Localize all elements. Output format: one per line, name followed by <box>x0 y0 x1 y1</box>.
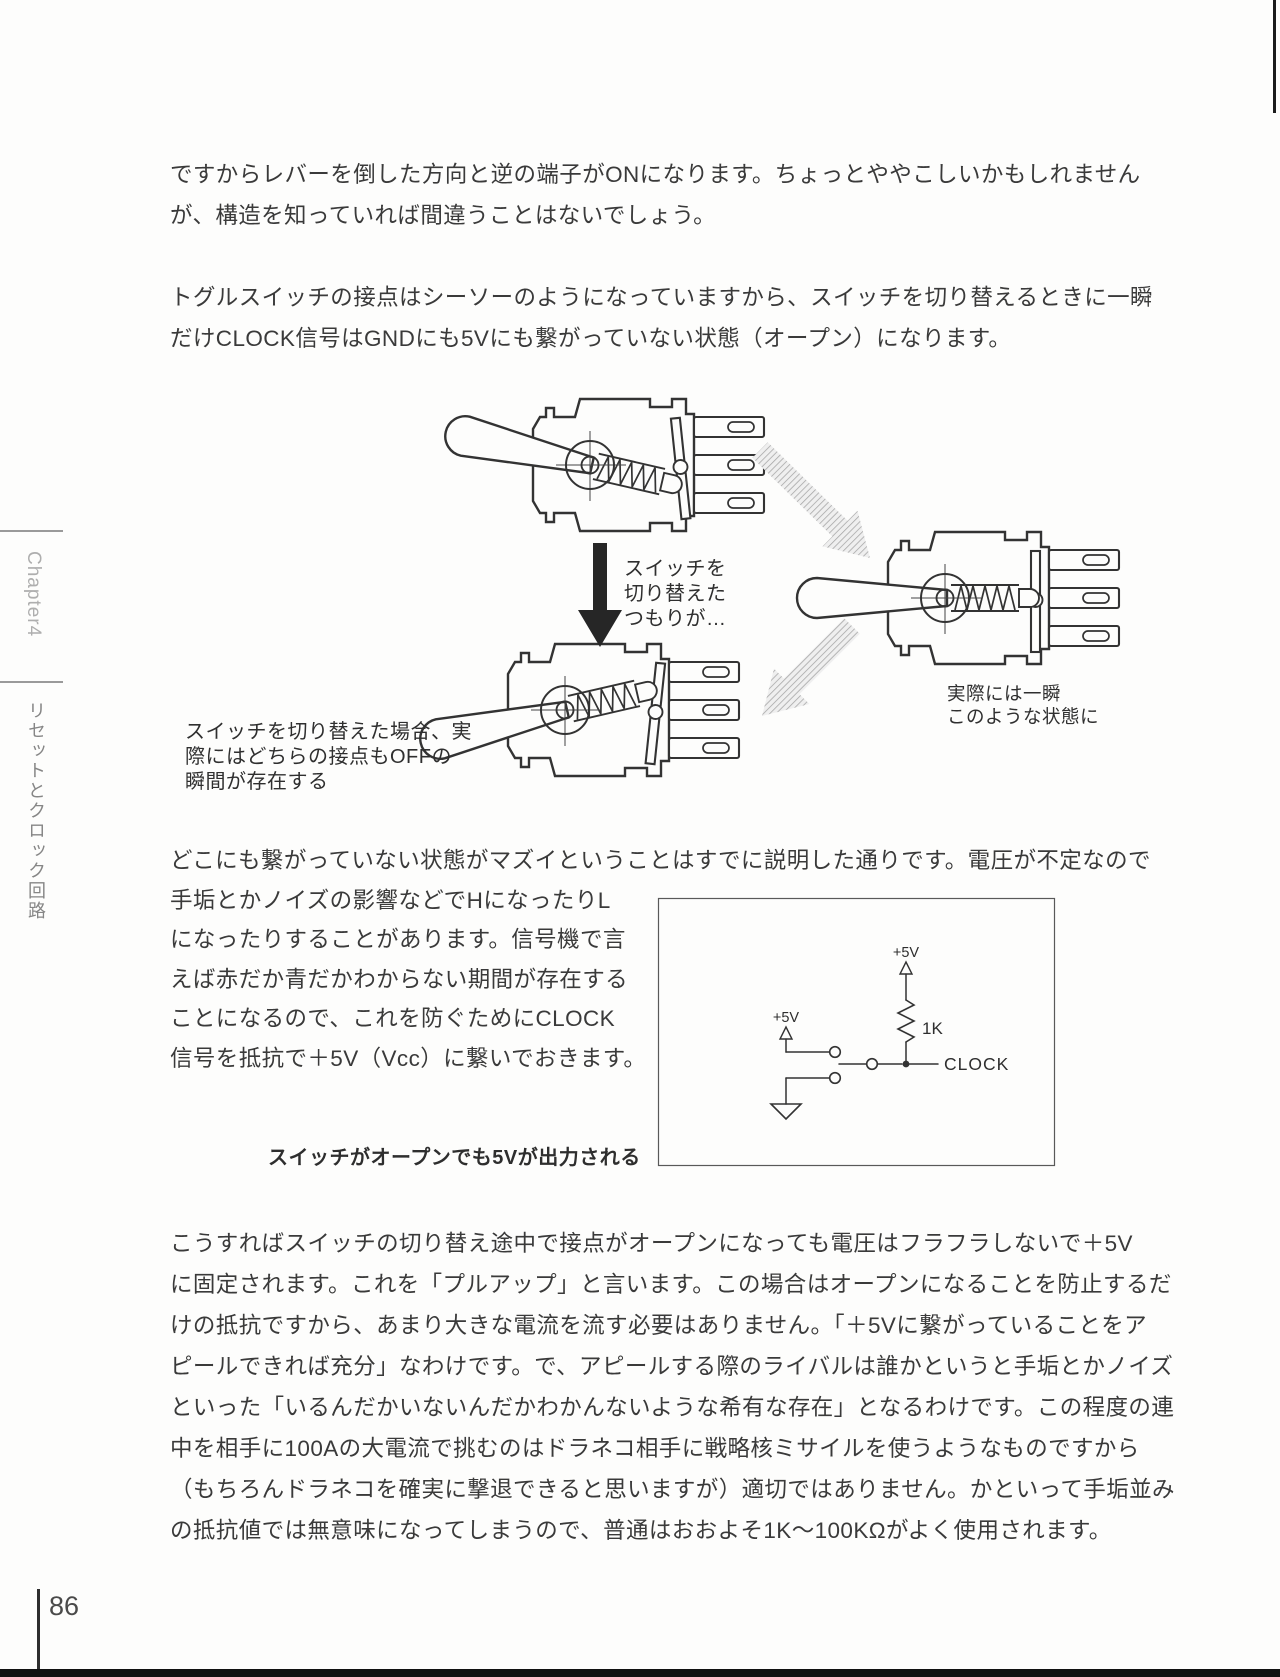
text-line: えば赤だか青だかわからない期間が存在する <box>170 966 629 992</box>
page-number: 86 <box>49 1591 80 1621</box>
clock-signal-label: CLOCK <box>944 1054 1009 1074</box>
text-line: といった「いるんだかいないんだかわかんないような希有な存在」となるわけです。この… <box>170 1395 1175 1420</box>
toggle-switch-before <box>440 397 766 533</box>
circuit-caption: スイッチがオープンでも5Vが出力される <box>268 1147 641 1169</box>
pullup-paragraph: どこにも繋がっていない状態がマズイということはすでに説明した通りです。電圧が不定… <box>170 841 1151 1078</box>
text-line: 瞬間が存在する <box>185 771 329 793</box>
text-line: 実際には一瞬 <box>947 683 1062 704</box>
text-line: スイッチを切り替えた場合、実 <box>185 721 472 743</box>
text-line: に固定されます。これを「プルアップ」と言います。この場合はオープンになることを防… <box>170 1272 1172 1297</box>
vcc-top-label: +5V <box>893 945 920 961</box>
switch-intent-label: スイッチを 切り替えた つもりが… <box>624 557 727 632</box>
intro-paragraph-2: トグルスイッチの接点はシーソーのようになっていますから、スイッチを切り替えるとき… <box>170 278 1153 359</box>
text-line: になったりすることがあります。信号機で言 <box>170 927 626 952</box>
text-line: トグルスイッチの接点はシーソーのようになっていますから、スイッチを切り替えるとき… <box>170 285 1153 310</box>
closing-paragraph: こうすればスイッチの切り替え途中で接点がオープンになっても電圧はフラフラしないで… <box>170 1223 1175 1551</box>
vcc-left-label: +5V <box>773 1010 800 1026</box>
text-line: ことになるので、これを防ぐためにCLOCK <box>170 1006 616 1031</box>
chapter-label: Chapter4 <box>23 551 44 638</box>
text-line: どこにも繋がっていない状態がマズイということはすでに説明した通りです。電圧が不定… <box>170 848 1151 873</box>
hatched-arrow-right-icon <box>752 442 870 558</box>
text-line: スイッチを <box>624 558 727 580</box>
text-line: 切り替えた <box>624 583 727 605</box>
throw-contact-top <box>828 1045 842 1059</box>
ground-symbol <box>769 1103 803 1121</box>
circuit-box <box>657 897 1056 1167</box>
resistor-value-label: 1K <box>922 1019 943 1038</box>
resistor-symbol <box>896 999 916 1043</box>
down-arrow-icon <box>578 543 622 647</box>
text-line: 手垢とかノイズの影響などでHになったりL <box>170 887 611 913</box>
hatched-arrow-left-icon <box>762 618 860 716</box>
page-edge-line <box>1273 0 1276 113</box>
intro-paragraph-1: ですからレバーを倒した方向と逆の端子がONになります。ちょっとややこしいかもしれ… <box>170 154 1145 236</box>
text-line: つもりが… <box>624 608 727 630</box>
sidebar-rule-top <box>0 530 63 532</box>
text-line: 際にはどちらの接点もOFFの <box>185 746 452 768</box>
text-line: （もちろんドラネコを確実に撃退できると思いますが）適切ではありません。かといって… <box>170 1477 1175 1502</box>
switch-actual-state-label: 実際には一瞬 このような状態に <box>947 682 1099 728</box>
text-line: だけCLOCK信号はGNDにも5Vにも繋がっていない状態（オープン）になります。 <box>170 325 1012 351</box>
section-title: リセットとクロック回路 <box>26 701 46 921</box>
pullup-circuit-diagram: +5V 1K CLOCK +5V <box>657 897 1056 1167</box>
text-line: このような状態に <box>947 706 1100 727</box>
sidebar-rule-bottom <box>0 681 63 683</box>
text-line: こうすればスイッチの切り替え途中で接点がオープンになっても電圧はフラフラしないで… <box>170 1231 1133 1256</box>
text-line: けの抵抗ですから、あまり大きな電流を流す必要はありません。「＋5Vに繋がっている… <box>170 1313 1148 1338</box>
page-bottom-bar <box>0 1669 1280 1677</box>
text-line: ピールできれば充分」なわけです。で、アピールする際のライバルは誰かというと手垢と… <box>170 1354 1174 1379</box>
text-line: の抵抗値では無意味になってしまうので、普通はおおよそ1K〜100KΩがよく使用さ… <box>170 1518 1112 1543</box>
text-line: 信号を抵抗で＋5V（Vcc）に繋いでおきます。 <box>170 1045 647 1071</box>
page-number-rule <box>37 1589 40 1670</box>
text-line: 中を相手に100Aの大電流で挑むのはドラネコ相手に戦略核ミサイルを使うようなもの… <box>170 1436 1140 1461</box>
switch-result-caption: スイッチを切り替えた場合、実 際にはどちらの接点もOFFの 瞬間が存在する <box>185 720 472 795</box>
text-line: ですからレバーを倒した方向と逆の端子がONになります。ちょっとややこしいかもしれ… <box>170 162 1141 187</box>
text-line: が、構造を知っていれば間違うことはないでしょう。 <box>170 203 717 228</box>
